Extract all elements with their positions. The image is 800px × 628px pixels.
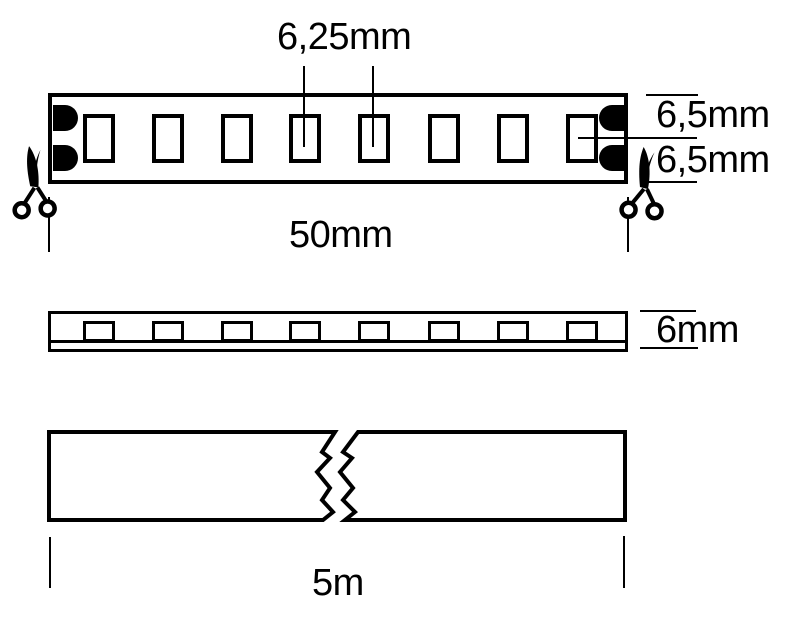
- dimension-line: [640, 347, 698, 349]
- led-chip-top: [83, 114, 115, 163]
- extension-line: [49, 537, 51, 588]
- led-chip-top: [497, 114, 529, 163]
- roll-right-piece: [337, 430, 627, 522]
- cut-length-label: 50mm: [289, 214, 393, 256]
- dimension-line: [640, 310, 696, 312]
- scissors-icon: [619, 147, 664, 221]
- solder-pad: [53, 145, 78, 171]
- extension-line: [48, 197, 50, 252]
- led-chip-top: [289, 114, 321, 163]
- scissors-icon: [12, 146, 57, 220]
- led-chip-side: [358, 321, 390, 342]
- led-pitch-label: 6,25mm: [277, 16, 412, 58]
- led-chip-side: [497, 321, 529, 342]
- extension-line: [627, 197, 629, 252]
- solder-pad: [53, 105, 78, 131]
- strip-height-label: 6mm: [656, 309, 739, 351]
- led-chip-top: [152, 114, 184, 163]
- dimension-line: [643, 181, 697, 183]
- led-chip-side: [428, 321, 460, 342]
- half-width-upper-label: 6,5mm: [656, 94, 770, 136]
- led-chip-side: [289, 321, 321, 342]
- roll-left-piece: [47, 430, 339, 522]
- solder-pad: [599, 145, 624, 171]
- extension-line: [623, 536, 625, 588]
- solder-pad: [599, 105, 624, 131]
- led-chip-side: [566, 321, 598, 342]
- led-chip-side: [221, 321, 253, 342]
- half-width-lower-label: 6,5mm: [656, 139, 770, 181]
- dimension-line: [646, 94, 698, 96]
- led-chip-top: [358, 114, 390, 163]
- led-chip-top: [221, 114, 253, 163]
- pitch-leader-line: [303, 66, 305, 147]
- led-chip-side: [152, 321, 184, 342]
- strip-side-view-outline: [48, 311, 628, 352]
- pitch-leader-line: [372, 66, 374, 147]
- led-chip-top: [428, 114, 460, 163]
- strip-top-view-outline: [48, 93, 628, 184]
- roll-length-view: [47, 430, 627, 522]
- led-chip-side: [83, 321, 115, 342]
- strip-side-pcb-line: [51, 340, 625, 343]
- total-length-label: 5m: [312, 562, 364, 604]
- dimension-line: [578, 137, 697, 139]
